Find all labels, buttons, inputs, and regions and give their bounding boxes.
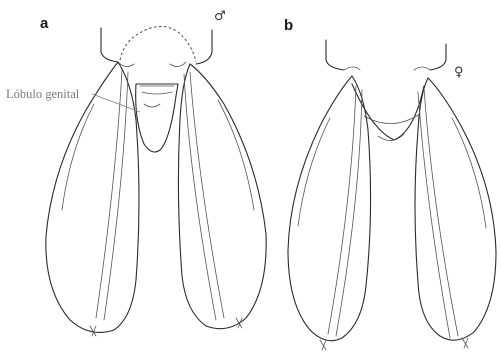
panel-b-left-wing [288, 76, 371, 350]
panel-a: a ♂ [6, 9, 266, 336]
panel-b-sex-symbol: ♀ [454, 65, 464, 80]
panel-a-body [101, 26, 212, 66]
panel-a-sex-symbol: ♂ [214, 9, 226, 24]
panel-a-letter: a [40, 15, 49, 32]
genital-lobe [136, 84, 178, 152]
genital-lobe-leader-line [92, 94, 140, 112]
panel-a-right-wing [178, 64, 266, 329]
panel-b: b ♀ [284, 17, 496, 350]
panel-b-right-wing [415, 78, 496, 348]
panel-b-letter: b [284, 17, 293, 34]
panel-b-body [326, 40, 446, 141]
genital-lobe-label: Lóbulo genital [6, 87, 80, 101]
panel-a-left-wing [46, 62, 139, 336]
